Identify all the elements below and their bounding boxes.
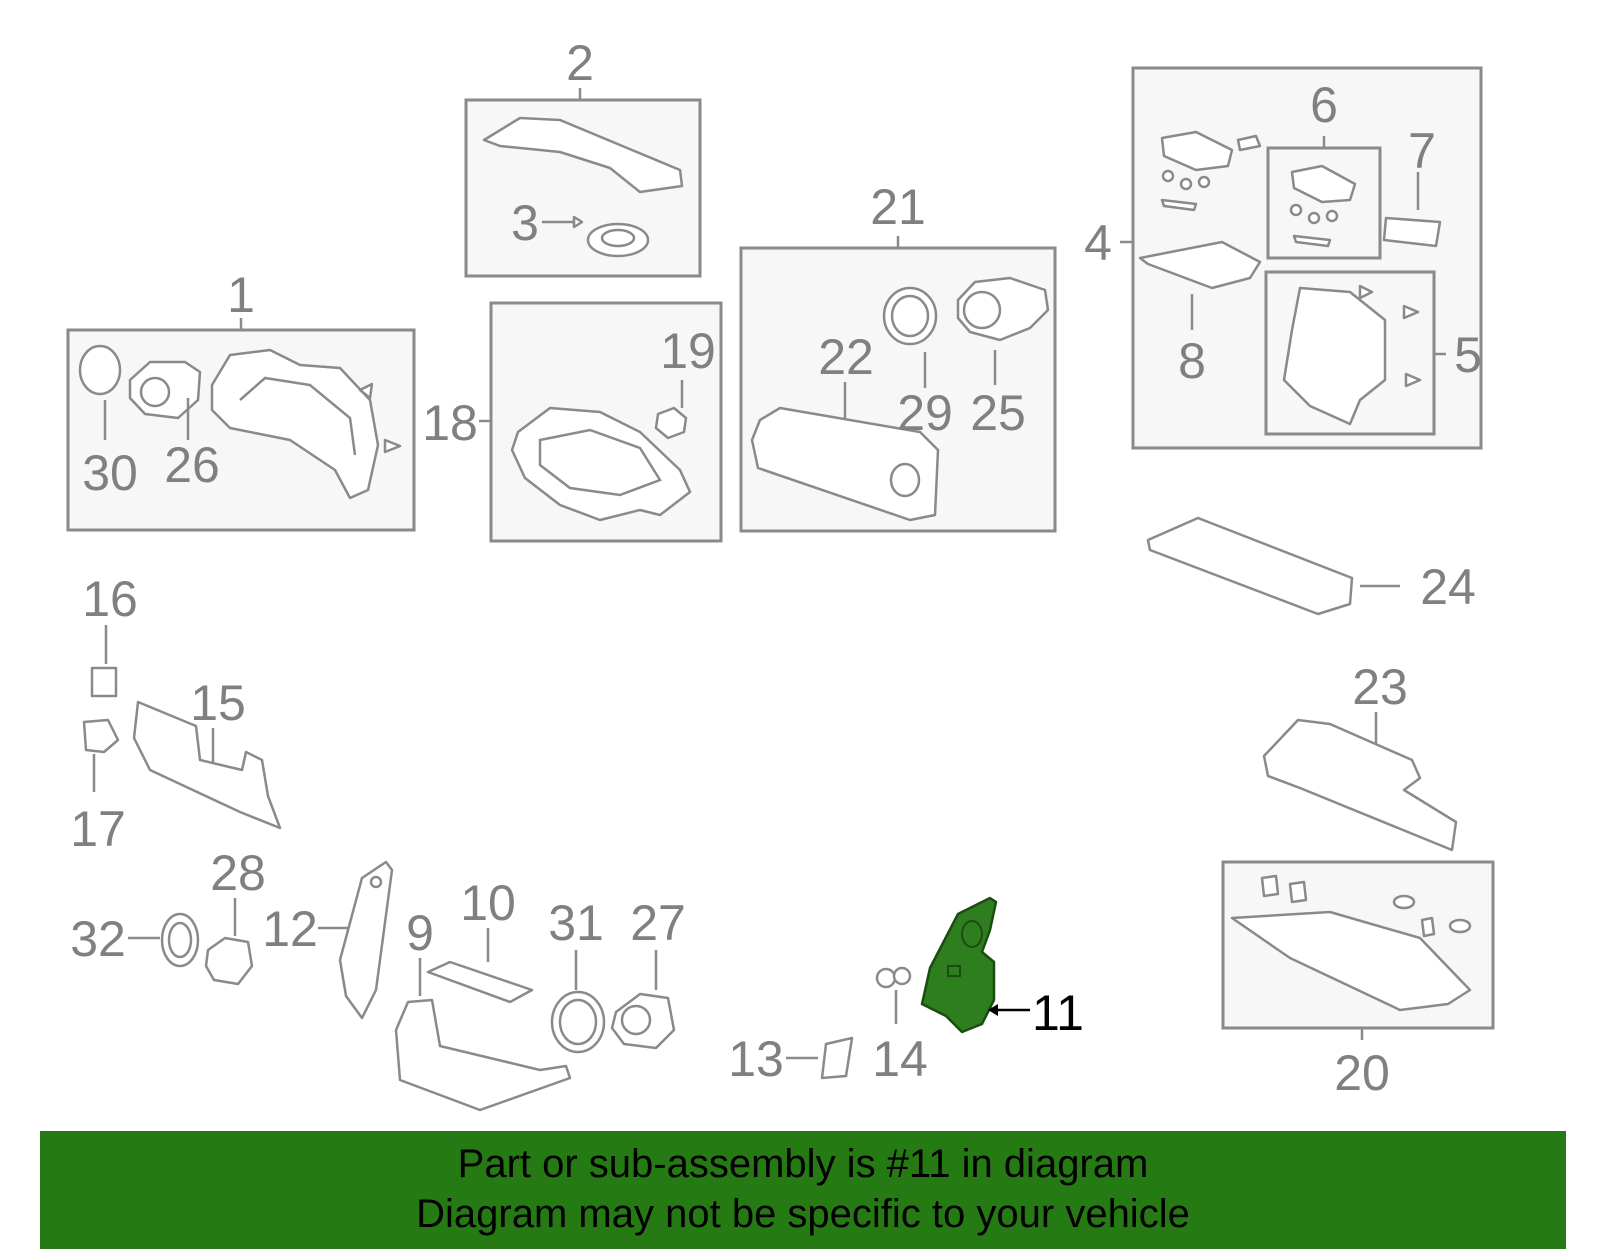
info-banner: Part or sub-assembly is #11 in diagram D… [40, 1131, 1566, 1249]
label-17[interactable]: 17 [70, 801, 126, 857]
part-30-ring[interactable] [78, 344, 122, 396]
group-4: 4 6 7 8 5 [1084, 66, 1483, 450]
label-20[interactable]: 20 [1334, 1045, 1390, 1101]
label-22[interactable]: 22 [818, 329, 874, 385]
label-6[interactable]: 6 [1310, 77, 1338, 133]
label-29[interactable]: 29 [897, 385, 953, 441]
part-6[interactable] [1290, 164, 1357, 204]
part-15-panel[interactable] [132, 700, 282, 830]
part-13-clip[interactable] [820, 1036, 854, 1080]
group-32-28: 32 28 [70, 845, 266, 986]
part-23-bracket[interactable] [1262, 718, 1458, 852]
label-31[interactable]: 31 [548, 895, 604, 951]
part-10-mat[interactable] [426, 960, 534, 1004]
group-9-10: 9 10 [394, 875, 572, 1112]
part-8-mat[interactable] [1138, 240, 1262, 290]
label-9[interactable]: 9 [406, 905, 434, 961]
banner-line-2: Diagram may not be specific to your vehi… [416, 1192, 1190, 1236]
label-3[interactable]: 3 [511, 195, 539, 251]
group-24: 24 [1146, 516, 1476, 616]
group-15: 16 15 17 [70, 571, 282, 857]
label-10[interactable]: 10 [460, 875, 516, 931]
label-1[interactable]: 1 [227, 267, 255, 323]
label-16[interactable]: 16 [82, 571, 138, 627]
part-5-pocket[interactable] [1282, 286, 1387, 426]
label-19[interactable]: 19 [660, 323, 716, 379]
label-18[interactable]: 18 [422, 395, 478, 451]
label-15[interactable]: 15 [190, 675, 246, 731]
part-16-clip[interactable] [90, 666, 118, 698]
group-23: 23 [1262, 659, 1458, 852]
part-22-panel[interactable] [750, 406, 940, 522]
parts-diagram: 1 30 26 2 3 18 19 [66, 35, 1495, 1112]
label-2[interactable]: 2 [566, 35, 594, 91]
label-11[interactable]: 11 [1032, 985, 1084, 1041]
label-5[interactable]: 5 [1454, 327, 1482, 383]
part-12-trim[interactable] [338, 860, 394, 1020]
group-2: 2 3 [464, 35, 702, 278]
group-13-14: 13 14 [728, 966, 928, 1087]
label-21[interactable]: 21 [870, 179, 926, 235]
label-14[interactable]: 14 [872, 1031, 928, 1087]
label-32[interactable]: 32 [70, 911, 126, 967]
group-31-27: 31 27 [548, 895, 686, 1054]
label-24[interactable]: 24 [1420, 559, 1476, 615]
label-28[interactable]: 28 [210, 845, 266, 901]
label-27[interactable]: 27 [630, 895, 686, 951]
label-7[interactable]: 7 [1408, 123, 1436, 179]
group-11-highlighted: 11 [920, 896, 1084, 1041]
label-25[interactable]: 25 [970, 385, 1026, 441]
label-23[interactable]: 23 [1352, 659, 1408, 715]
part-28-vent[interactable] [204, 936, 254, 986]
part-9-console[interactable] [394, 998, 572, 1112]
part-20-glovebox[interactable] [1230, 910, 1472, 1012]
label-30[interactable]: 30 [82, 445, 138, 501]
label-13[interactable]: 13 [728, 1031, 784, 1087]
group-21: 21 22 29 25 [739, 179, 1057, 533]
group-12: 12 [262, 860, 394, 1020]
label-4[interactable]: 4 [1084, 215, 1112, 271]
label-26[interactable]: 26 [164, 437, 220, 493]
group-18: 18 19 [422, 301, 723, 543]
part-17-clip[interactable] [82, 718, 120, 754]
label-8[interactable]: 8 [1178, 333, 1206, 389]
part-14-bolt[interactable] [875, 967, 897, 989]
label-12[interactable]: 12 [262, 901, 318, 957]
part-19-switch[interactable] [654, 406, 688, 440]
part-2-cover[interactable] [482, 116, 684, 194]
group-20: 20 [1221, 860, 1495, 1101]
part-24-panel[interactable] [1146, 516, 1354, 616]
banner-line-1: Part or sub-assembly is #11 in diagram [457, 1142, 1149, 1186]
part-7[interactable] [1382, 216, 1442, 248]
group-1: 1 30 26 [66, 267, 416, 532]
